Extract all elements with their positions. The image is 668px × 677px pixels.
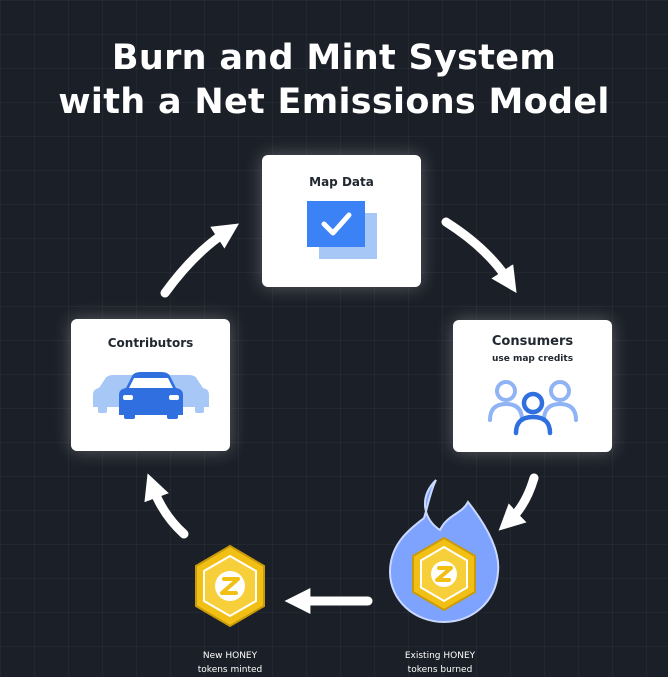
title-line-1: Burn and Mint System xyxy=(111,38,557,78)
map-data-label: Map Data xyxy=(309,175,374,189)
honey-token-icon xyxy=(412,536,476,612)
arrow-consumers-to-burn xyxy=(498,473,539,531)
consumers-sublabel: use map credits xyxy=(491,354,574,364)
map-data-check-icon xyxy=(307,201,377,259)
arrow-mint-to-contributors xyxy=(144,473,189,539)
burned-caption-line-1: Existing HONEY xyxy=(404,651,476,661)
title-line-2: with a Net Emissions Model xyxy=(58,82,610,122)
consumers-card: Consumers use map credits xyxy=(453,320,612,452)
consumers-label: Consumers xyxy=(491,334,574,349)
map-data-card: Map Data xyxy=(262,155,421,287)
cars-icon xyxy=(93,372,209,419)
burned-token xyxy=(388,479,500,624)
burned-caption: Existing HONEY tokens burned xyxy=(365,649,515,677)
minted-caption-line-1: New HONEY xyxy=(202,651,258,661)
contributors-card: Contributors xyxy=(71,319,230,451)
honey-token-icon xyxy=(195,544,265,628)
arrow-contributors-to-map xyxy=(160,223,240,298)
minted-caption-line-2: tokens minted xyxy=(197,665,263,675)
contributors-label: Contributors xyxy=(107,336,194,350)
arrow-map-to-consumers xyxy=(441,217,517,294)
people-group-icon xyxy=(488,380,578,436)
diagram-title: Burn and Mint System with a Net Emission… xyxy=(0,36,668,124)
minted-caption: New HONEY tokens minted xyxy=(155,649,305,677)
burned-caption-line-2: tokens burned xyxy=(407,665,473,675)
